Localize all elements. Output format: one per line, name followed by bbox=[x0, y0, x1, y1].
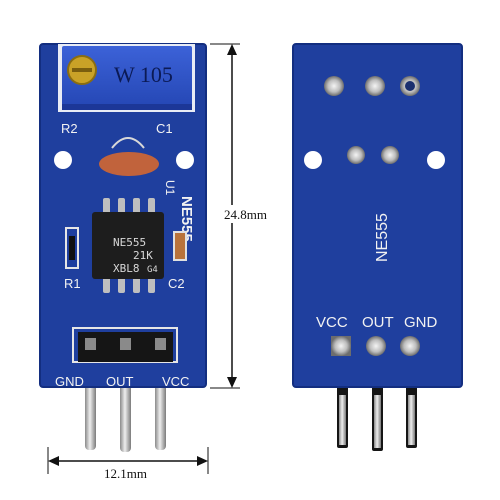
solder-pad bbox=[400, 336, 420, 356]
pin-label-out-front: OUT bbox=[106, 374, 134, 389]
back-pcb bbox=[293, 44, 462, 387]
resistor-r1 bbox=[65, 227, 79, 269]
mounting-hole-right-back bbox=[427, 151, 445, 169]
back-module: NE555 VCC OUT GND bbox=[292, 43, 463, 451]
front-pin-header bbox=[72, 327, 178, 363]
solder-pad-square bbox=[331, 336, 351, 356]
ne555-chip: NE555 21K XBL8 G4 bbox=[92, 198, 164, 293]
width-label: 12.1mm bbox=[104, 466, 147, 481]
pin-label-vcc-back: VCC bbox=[316, 314, 348, 331]
solder-pad bbox=[366, 336, 386, 356]
height-dimension: 24.8mm bbox=[210, 43, 267, 389]
capacitor-c2 bbox=[173, 231, 187, 261]
solder-pad bbox=[365, 76, 385, 96]
chip-line-1: NE555 bbox=[113, 236, 146, 249]
label-c1: C1 bbox=[156, 121, 173, 136]
solder-pad bbox=[381, 146, 399, 164]
solder-pad bbox=[347, 146, 365, 164]
mounting-hole-right bbox=[176, 151, 194, 169]
front-module: W 105 R2 C1 U1 NE555 NE555 bbox=[39, 43, 207, 452]
pin-label-gnd-front: GND bbox=[55, 374, 84, 389]
ceramic-capacitor bbox=[99, 152, 159, 176]
label-c2: C2 bbox=[168, 276, 185, 291]
label-r1: R1 bbox=[64, 276, 81, 291]
label-u1: U1 bbox=[163, 180, 177, 196]
pin-label-out-back: OUT bbox=[362, 314, 394, 331]
pot-marking: W 105 bbox=[114, 62, 173, 87]
mounting-hole-left-back bbox=[304, 151, 322, 169]
chip-line-3: XBL8 bbox=[113, 262, 140, 275]
label-ne555-back: NE555 bbox=[374, 213, 391, 262]
label-r2: R2 bbox=[61, 121, 78, 136]
chip-line-3b: G4 bbox=[147, 265, 158, 275]
back-header-pins bbox=[337, 383, 417, 451]
width-dimension: 12.1mm bbox=[47, 447, 209, 481]
potentiometer: W 105 bbox=[58, 44, 195, 112]
mounting-hole-left bbox=[54, 151, 72, 169]
height-label: 24.8mm bbox=[224, 207, 267, 222]
solder-pad bbox=[324, 76, 344, 96]
chip-line-2: 21K bbox=[133, 249, 153, 262]
label-ne555-front: NE555 bbox=[178, 196, 195, 242]
pin-label-vcc-front: VCC bbox=[162, 374, 189, 389]
pin-label-gnd-back: GND bbox=[404, 314, 438, 331]
